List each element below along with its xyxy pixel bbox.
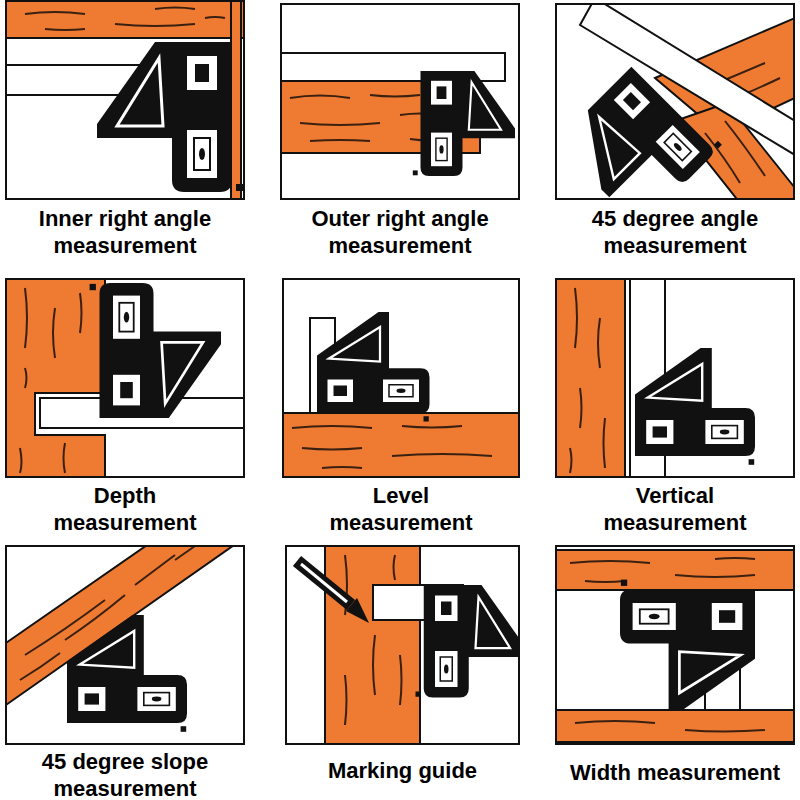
panel-box: 45 degree angle measurement [555, 3, 795, 200]
panel-art [280, 312, 524, 480]
wood-grain [570, 288, 605, 473]
panel-art [297, 543, 525, 747]
wood-grain [570, 558, 765, 732]
wood-board [325, 543, 420, 747]
square-head [620, 580, 755, 711]
wood-board [231, 0, 241, 202]
pencil-tip [346, 598, 369, 623]
square-head [555, 60, 722, 227]
panel-box: Outer right angle measurement [280, 3, 520, 200]
square-head [317, 312, 430, 422]
wood-board [280, 413, 524, 480]
panel-art [3, 276, 247, 480]
wood-board [3, 276, 105, 480]
panel-box: Level measurement [282, 278, 520, 478]
panel-art [553, 276, 755, 480]
square-head [416, 585, 526, 698]
wood-board [553, 276, 625, 480]
panel-box: Inner right angle measurement [5, 0, 245, 200]
caption-label: Vertical measurement [570, 482, 780, 536]
caption-label: Level measurement [311, 482, 491, 536]
wood-grain [20, 288, 82, 473]
panel-art [555, 0, 795, 228]
panel-box: Marking guide [285, 545, 520, 745]
panel-art [553, 550, 797, 742]
pencil-stripe [301, 564, 347, 602]
wood-grain [345, 555, 402, 725]
panel-box: Vertical measurement [555, 278, 795, 478]
caption-label: 45 degree slope measurement [0, 748, 260, 800]
caption-label: Outer right angle measurement [270, 205, 530, 259]
panel-art [3, 543, 237, 732]
wood-grain [292, 426, 492, 468]
square-head [90, 283, 221, 418]
caption-label: Width measurement [545, 759, 800, 786]
panel-art [278, 53, 515, 176]
caption-label: Marking guide [283, 757, 523, 784]
square-head [67, 615, 187, 732]
square-head [635, 348, 755, 465]
caption-label: Inner right angle measurement [0, 205, 255, 259]
panel-box: Width measurement [555, 545, 795, 745]
pencil-body [297, 561, 351, 605]
wood-board [553, 710, 797, 742]
wood-board [553, 550, 797, 590]
square-head [413, 71, 515, 176]
wood-grain [25, 8, 225, 31]
caption-label: 45 degree angle measurement [545, 205, 800, 259]
caption-label: Depth measurement [35, 482, 215, 536]
panel-box: 45 degree slope measurement [5, 545, 245, 745]
panel-art [3, 0, 247, 202]
wood-board [3, 0, 247, 38]
panel-box: Depth measurement [5, 278, 245, 478]
square-head [97, 42, 243, 192]
